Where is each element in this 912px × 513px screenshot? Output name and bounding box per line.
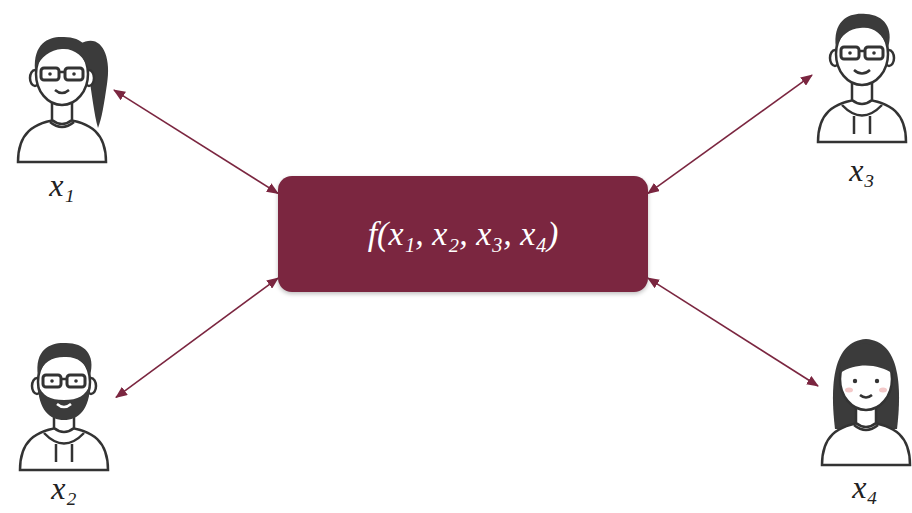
person-icon-part: [854, 70, 870, 74]
connector: [116, 278, 278, 397]
person-icon-part: [842, 105, 882, 116]
person-icon-part: [869, 116, 872, 134]
person-icon-part: [860, 395, 872, 398]
connector: [648, 75, 812, 193]
person-icon: [818, 14, 906, 142]
person-icon: [18, 37, 108, 162]
person-icon-part: [67, 375, 85, 387]
person-icon-part: [61, 378, 67, 381]
person-icon-part: [833, 339, 899, 429]
person-icon-part: [50, 379, 54, 383]
person-icon-part: [74, 379, 78, 383]
variable-label: x₁: [49, 169, 74, 203]
person-icon-part: [57, 404, 71, 407]
person-icon: [20, 343, 108, 470]
person-icon-part: [41, 68, 59, 80]
person-icon-part: [818, 99, 906, 142]
party-node: x₂: [12, 328, 116, 506]
connector: [114, 90, 278, 193]
person-icon-part: [71, 444, 74, 462]
variable-label: x₃: [849, 154, 874, 188]
variable-label: x₂: [51, 472, 76, 506]
person-icon-part: [55, 90, 69, 93]
person-icon-part: [859, 50, 865, 53]
party-node: x₃: [812, 0, 912, 188]
person-icon-part: [48, 72, 52, 76]
person-icon-part: [853, 116, 856, 134]
person-icon-part: [18, 119, 106, 162]
person-icon-part: [879, 388, 887, 393]
person-icon-part: [822, 422, 910, 465]
function-box: f(x₁, x₂, x₃, x₄): [278, 176, 648, 292]
person-icon-part: [38, 384, 90, 420]
party-node: x₁: [10, 18, 114, 203]
person-icon-part: [59, 71, 65, 74]
function-label: f(x₁, x₂, x₃, x₄): [368, 214, 559, 255]
person-icon-part: [848, 51, 852, 55]
person-icon-part: [840, 344, 892, 373]
person-icon-part: [44, 433, 84, 444]
person-icon-part: [55, 444, 58, 462]
person-icon-part: [845, 388, 853, 393]
person-icon-part: [65, 68, 83, 80]
person-icon-part: [20, 427, 108, 470]
person-icon-part: [43, 375, 61, 387]
person-icon-part: [72, 72, 76, 76]
person-icon-part: [35, 37, 90, 70]
variable-label: x₄: [852, 471, 877, 505]
person-icon-part: [872, 51, 876, 55]
person-icon-part: [875, 379, 879, 383]
person-icon-part: [37, 343, 91, 376]
connector: [648, 278, 818, 386]
person-icon: [822, 339, 910, 465]
person-icon-part: [835, 14, 889, 48]
person-icon-part: [865, 47, 883, 59]
person-icon-part: [841, 47, 859, 59]
person-icon-part: [853, 379, 857, 383]
party-node: x₄: [818, 322, 912, 505]
